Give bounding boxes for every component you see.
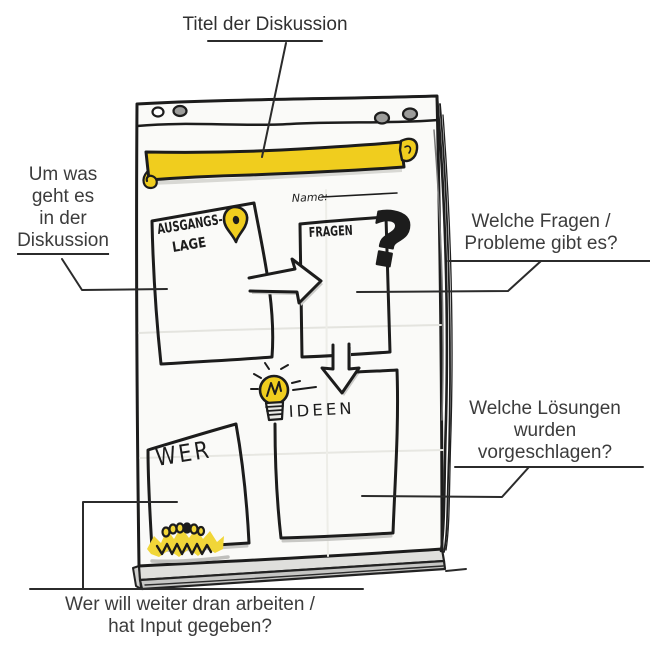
annotation-title-text: Titel der Diskussion <box>182 14 348 35</box>
box-ideen: IDEEN <box>250 362 400 543</box>
annotation-line: Welche Lösungen <box>469 398 621 419</box>
annotation-line: Probleme gibt es? <box>464 233 618 254</box>
annotation-right-bottom: Welche Lösungen wurden vorgeschlagen? <box>469 398 621 464</box>
punch-hole-icon <box>401 107 419 121</box>
annotation-line: Welche Fragen / <box>471 211 611 232</box>
name-label: Name: <box>291 190 328 205</box>
page-stack-bottom <box>132 547 467 591</box>
annotation-left: Um was geht es in der Diskussion <box>17 164 109 255</box>
bottom-pointer-line <box>82 501 178 590</box>
annotation-bottom: Wer will weiter dran arbeiten / hat Inpu… <box>65 594 315 638</box>
pad-header <box>135 104 440 128</box>
right-top-pointer-line <box>356 260 542 293</box>
annotation-line: Wer will weiter dran arbeiten / <box>65 594 315 615</box>
annotation-line: vorgeschlagen? <box>477 442 613 463</box>
right-bottom-pointer-line <box>361 466 530 498</box>
annotation-line: Um was <box>28 164 98 185</box>
annotation-line: wurden <box>513 420 577 441</box>
annotation-underlined-word: Diskussion <box>17 230 109 255</box>
location-pin-icon <box>222 205 249 244</box>
crowd-icon <box>147 522 230 563</box>
fragen-label: FRAGEN <box>308 223 353 241</box>
arrow-right-icon <box>247 257 323 306</box>
annotation-title: Titel der Diskussion <box>182 14 347 36</box>
punch-hole-icon <box>151 106 165 118</box>
title-pointer-line <box>261 42 287 158</box>
punch-hole-icon <box>172 104 188 118</box>
punch-hole-icon <box>373 111 391 125</box>
title-ribbon-icon <box>142 137 419 190</box>
name-field: Name: <box>291 190 398 205</box>
ideen-label: IDEEN <box>288 399 355 421</box>
left-pointer-line <box>61 258 168 291</box>
annotation-connectors <box>29 40 650 590</box>
annotation-line: geht es <box>31 186 95 207</box>
ausgangslage-label-line2: LAGE <box>171 235 207 256</box>
annotation-right-top: Welche Fragen / Probleme gibt es? <box>464 211 617 255</box>
lightbulb-icon <box>250 362 317 422</box>
annotation-line: hat Input gegeben? <box>108 616 272 637</box>
annotation-line: in der <box>39 208 87 229</box>
arrow-down-icon <box>320 342 361 396</box>
page-stack-right <box>433 96 453 553</box>
